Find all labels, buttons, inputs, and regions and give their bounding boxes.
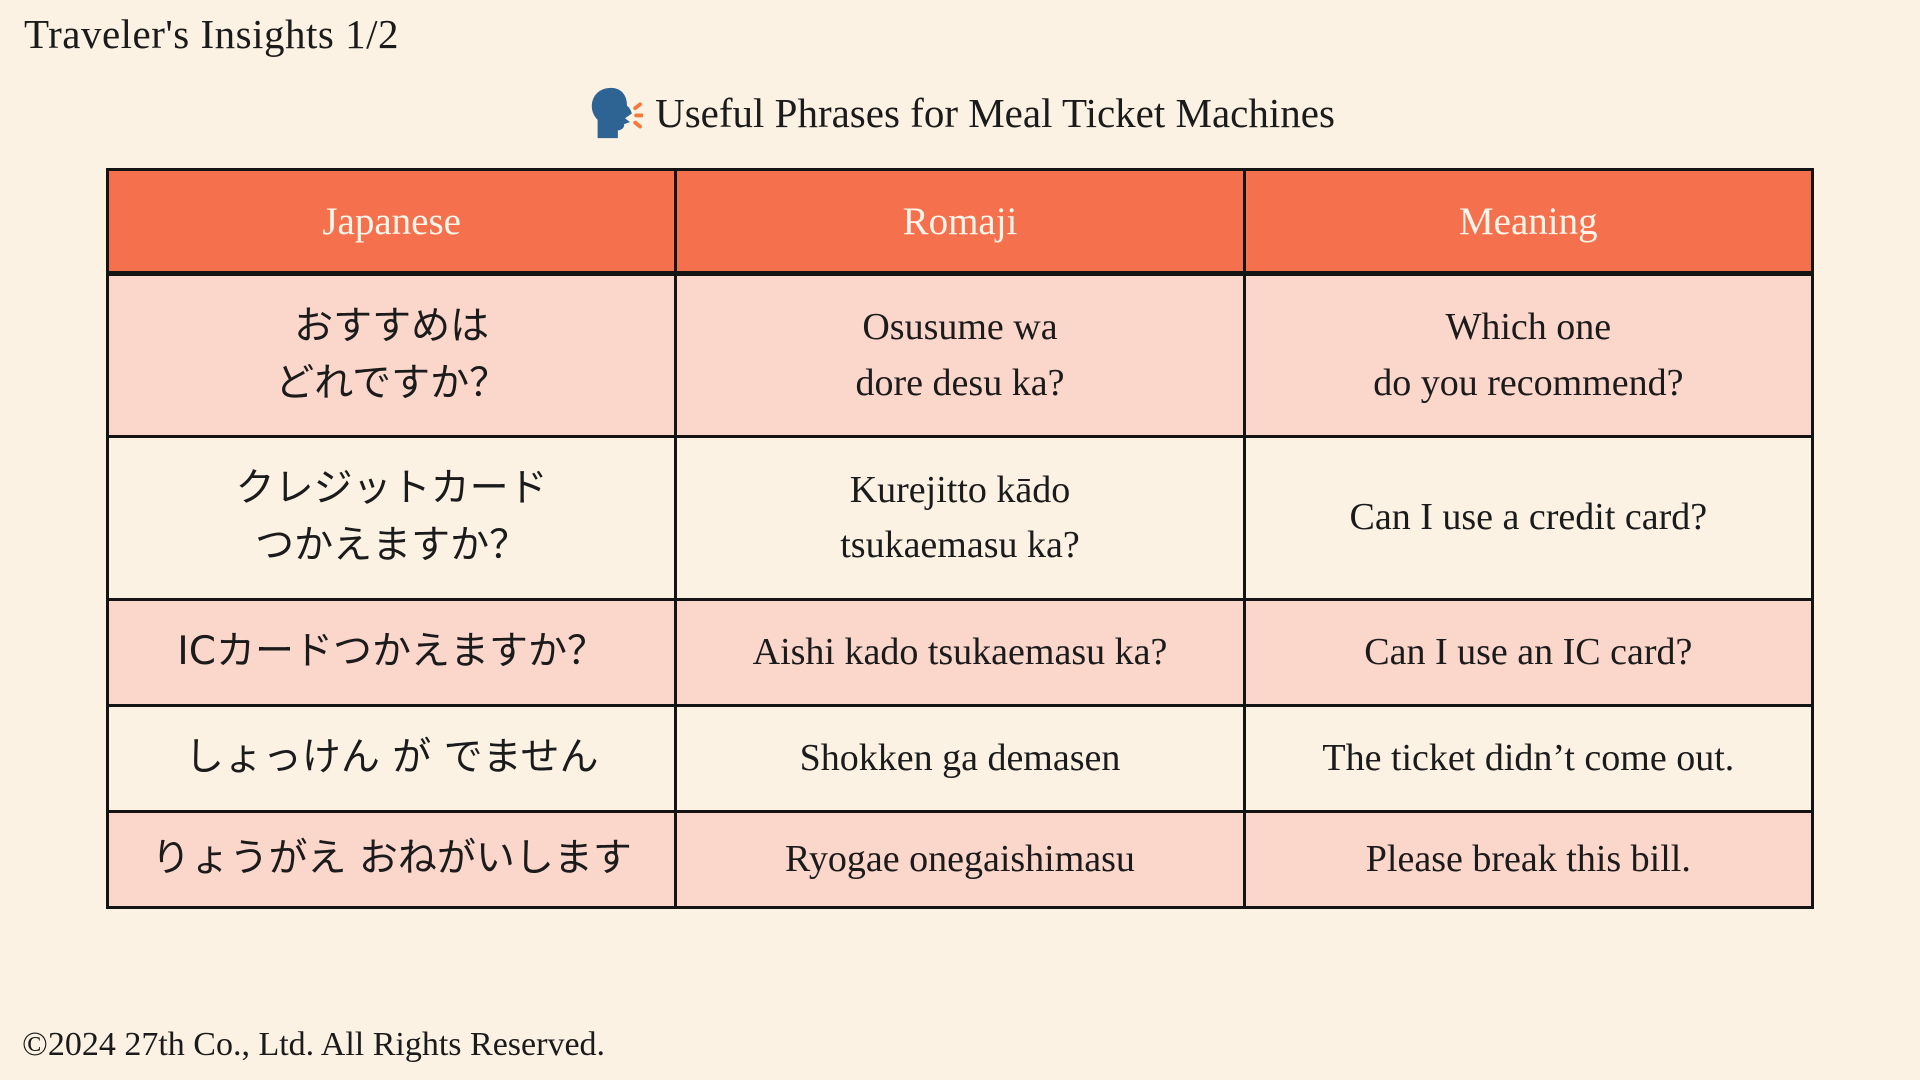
cell-japanese: ICカードつかえますか？ [105,598,678,707]
table-row: しょっけん が でません Shokken ga demasen The tick… [105,704,1815,813]
table-row: クレジットカード つかえますか？ Kurejitto kādo tsukaema… [105,435,1815,601]
table-header-row: Japanese Romaji Meaning [105,168,1815,276]
cell-romaji: Kurejitto kādo tsukaemasu ka? [674,435,1246,601]
cell-japanese: しょっけん が でません [105,704,678,813]
cell-romaji: Shokken ga demasen [674,704,1246,813]
cell-japanese: クレジットカード つかえますか？ [105,435,678,601]
table-row: おすすめは どれですか？ Osusume wa dore desu ka? Wh… [105,272,1815,438]
cell-meaning: The ticket didn’t come out. [1242,704,1815,813]
cell-meaning: Which one do you recommend? [1242,272,1815,438]
cell-meaning: Please break this bill. [1242,810,1815,909]
cell-romaji: Aishi kado tsukaemasu ka? [674,598,1246,707]
column-header-romaji: Romaji [674,168,1246,276]
section-heading-text: Useful Phrases for Meal Ticket Machines [655,90,1335,136]
copyright-notice: ©2024 27th Co., Ltd. All Rights Reserved… [22,1026,606,1063]
section-heading: Useful Phrases for Meal Ticket Machines [0,86,1920,140]
cell-meaning: Can I use an IC card? [1242,598,1815,707]
page-title: Traveler's Insights 1/2 [24,11,399,57]
cell-meaning: Can I use a credit card? [1242,435,1815,601]
cell-romaji: Osusume wa dore desu ka? [674,272,1246,438]
phrase-table: Japanese Romaji Meaning おすすめは どれですか？ Osu… [105,168,1815,909]
table-row: りょうがえ おねがいします Ryogae onegaishimasu Pleas… [105,810,1815,909]
cell-japanese: りょうがえ おねがいします [105,810,678,909]
speaking-head-icon [585,86,644,140]
cell-romaji: Ryogae onegaishimasu [674,810,1246,909]
column-header-meaning: Meaning [1242,168,1815,276]
table-row: ICカードつかえますか？ Aishi kado tsukaemasu ka? C… [105,598,1815,707]
column-header-japanese: Japanese [105,168,678,276]
cell-japanese: おすすめは どれですか？ [105,272,678,438]
